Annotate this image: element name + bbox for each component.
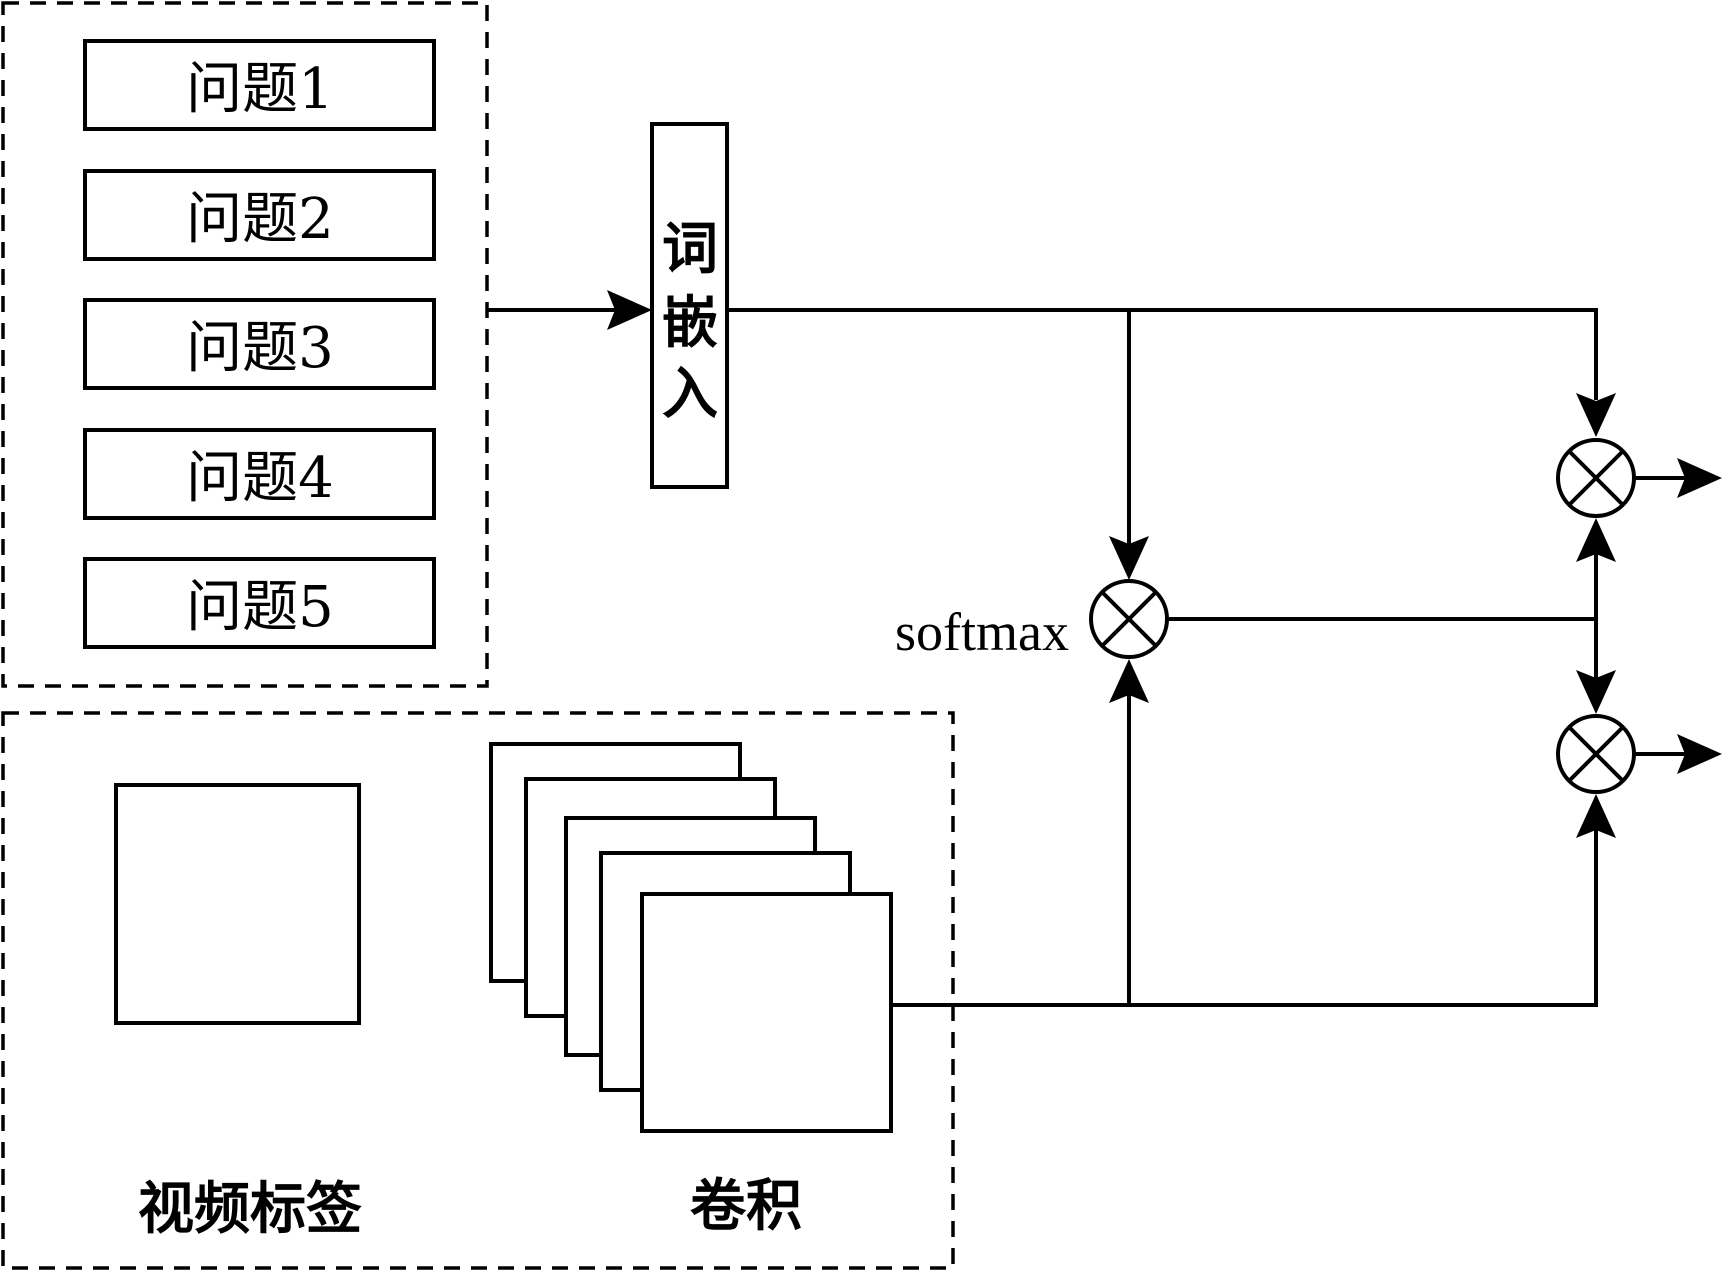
question-box-5: 问题5 [83,557,436,649]
softmax-label: softmax [895,602,1069,662]
question-box-4: 问题4 [83,428,436,520]
arrow-head-lower-op-bottom [1576,794,1616,838]
video-group-border [1,711,955,1270]
embedding-char-2: 嵌 [662,290,718,356]
question-label-2: 问题2 [186,187,334,252]
arrow-head-lower-output [1677,734,1722,774]
arrow-head-embedding [607,290,652,330]
conv-layer-5 [640,892,893,1133]
arrow-head-lower-op-top [1576,670,1616,714]
question-label-4: 问题4 [186,446,334,511]
upper-multiply-operator [1556,438,1636,518]
embedding-char-1: 词 [662,216,718,282]
arrow-head-upper-op-top [1576,393,1616,437]
question-label-3: 问题3 [186,316,334,381]
word-embedding-box: 词 嵌 入 [650,122,729,489]
softmax-operator [1089,579,1169,659]
arrow-head-softmax-top [1109,536,1149,580]
question-box-2: 问题2 [83,169,436,261]
lower-multiply-operator [1556,714,1636,794]
question-box-1: 问题1 [83,39,436,131]
wire-embedding-out [727,308,1598,400]
conv-label: 卷积 [690,1173,802,1239]
embedding-char-3: 入 [662,361,718,427]
arrow-head-upper-op-bottom [1576,518,1616,562]
wire-conv-out [891,830,1598,1007]
arrow-head-upper-output [1677,458,1722,498]
question-group-border [1,1,489,688]
arrow-head-softmax-bottom [1109,659,1149,703]
video-label: 视频标签 [138,1176,362,1242]
question-label-1: 问题1 [186,57,334,122]
question-label-5: 问题5 [186,575,334,640]
video-label-box [114,783,361,1025]
question-box-3: 问题3 [83,298,436,390]
convolution-stack [489,742,893,1133]
